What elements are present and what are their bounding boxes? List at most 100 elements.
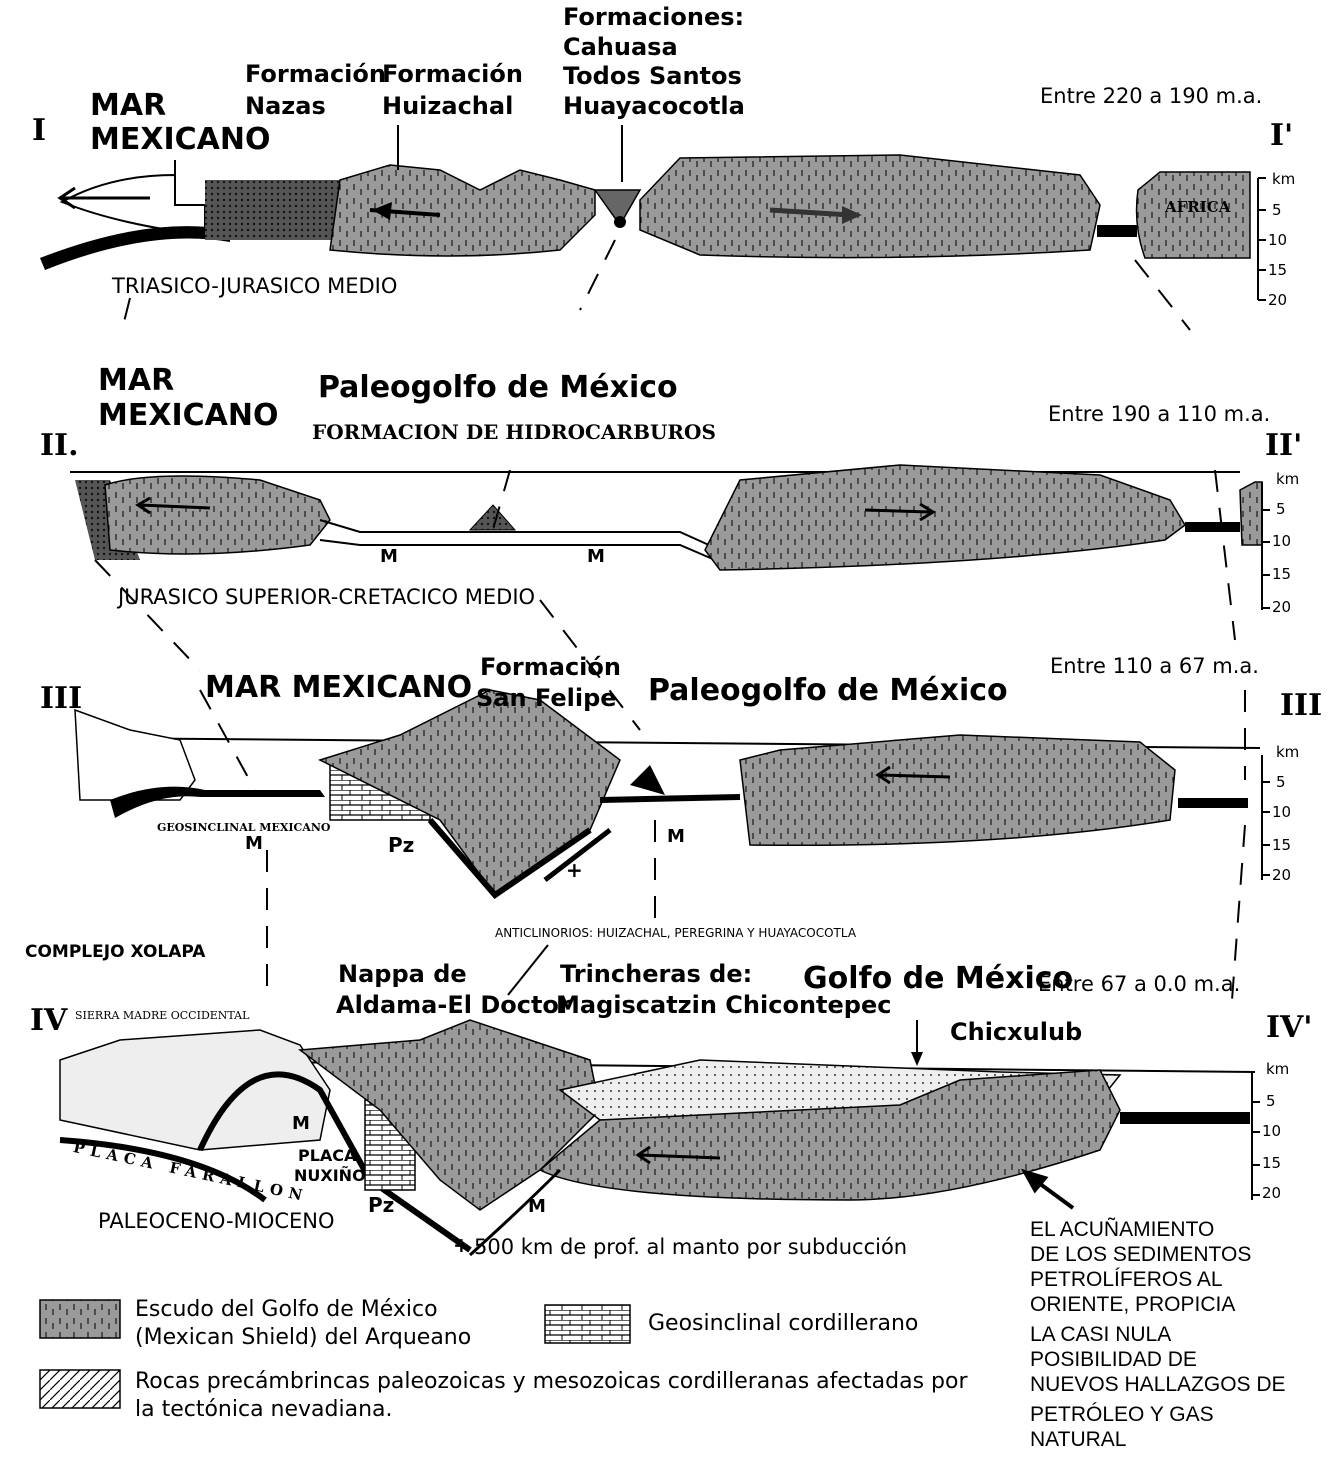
- legend-rocks-line1: Rocas precámbrincas paleozoicas y mesozo…: [135, 1368, 968, 1396]
- section-4-km-label: km: [1266, 1062, 1289, 1078]
- section-2-right-label: II': [1265, 430, 1302, 462]
- section-1-channel: [1097, 225, 1137, 237]
- section-1-shield-east: [640, 155, 1100, 258]
- section-3-km-label: km: [1276, 745, 1299, 761]
- section-4-anticlinorios-label: ANTICLINORIOS: HUIZACHAL, PEREGRINA Y HU…: [495, 927, 856, 940]
- section-3-tick: 10: [1272, 805, 1291, 821]
- section-1-rift-point: [614, 216, 626, 228]
- section-1-slab: [40, 226, 230, 270]
- section-4-nappa-line1: Nappa de: [338, 962, 467, 987]
- section-3-channel: [1178, 798, 1248, 808]
- section-1-formaciones-title: Formaciones:: [563, 5, 744, 30]
- section-4-chicxulub-pointer-head: [911, 1052, 923, 1066]
- section-1-tick: 5: [1272, 203, 1282, 219]
- section-3-formacion-line2: San Felipe: [476, 686, 617, 711]
- section-3-wedge-dark: [630, 765, 665, 795]
- section-4-left-label: IV: [30, 1005, 67, 1037]
- note-line: NATURAL: [1030, 1428, 1126, 1451]
- note-line: EL ACUÑAMIENTO: [1030, 1218, 1214, 1241]
- section-3-shield-east: [740, 735, 1175, 845]
- section-4-channel: [1120, 1112, 1250, 1124]
- section-3-sea-label: MAR MEXICANO: [205, 672, 472, 704]
- section-2-m-right: M: [587, 548, 605, 567]
- section-1-left-arrow-plate: [62, 175, 205, 235]
- section-4-subduction-label: 500 km de prof. al manto por subducción: [474, 1236, 907, 1258]
- section-4-tick: 15: [1262, 1156, 1281, 1172]
- section-3-m1: M: [245, 835, 263, 854]
- section-2-sea-label-line1: MAR: [98, 365, 174, 397]
- legend-shield-line1: Escudo del Golfo de México: [135, 1296, 438, 1324]
- section-2-tick: 10: [1272, 534, 1291, 550]
- section-3-tick: 15: [1272, 838, 1291, 854]
- section-4-period: PALEOCENO-MIOCENO: [98, 1210, 335, 1232]
- section-1-africa-label: AFRICA: [1165, 200, 1230, 216]
- section-1-nazas-block: [205, 180, 345, 240]
- section-1-nazas-line1: Formación: [245, 62, 386, 87]
- section-2-age: Entre 190 a 110 m.a.: [1048, 403, 1270, 425]
- section-2-shield-east: [705, 465, 1185, 570]
- section-2-tick: 15: [1272, 567, 1291, 583]
- section-3-basin-floor: [600, 797, 740, 800]
- section-4-chicxulub-label: Chicxulub: [950, 1020, 1082, 1045]
- section-1-period: TRIASICO-JURASICO MEDIO: [112, 275, 397, 297]
- section-4-title: Golfo de México: [803, 963, 1073, 995]
- section-2-km-label: km: [1276, 472, 1299, 488]
- section-2-m-left: M: [380, 548, 398, 567]
- legend-rocks-swatch: [40, 1370, 120, 1408]
- section-3-left-label: III: [40, 683, 82, 715]
- section-1-shield-west: [330, 165, 595, 256]
- section-4-tick: 5: [1266, 1094, 1276, 1110]
- legend-shield-line2: (Mexican Shield) del Arqueano: [135, 1324, 471, 1352]
- section-1-huizachal-line1: Formación: [382, 62, 523, 87]
- section-3-formacion-line1: Formación: [480, 655, 621, 680]
- section-2-sea-label-line2: MEXICANO: [98, 400, 278, 432]
- section-2-channel: [1185, 522, 1240, 532]
- section-3-age: Entre 110 a 67 m.a.: [1050, 655, 1259, 677]
- section-1-formaciones-item: Huayacocotla: [563, 94, 745, 119]
- section-1-nazas-line2: Nazas: [245, 94, 326, 119]
- section-2-east-block: [1240, 482, 1262, 545]
- section-1-tick: 15: [1268, 263, 1287, 279]
- legend-shield-swatch: [40, 1300, 120, 1338]
- section-1-right-label: I': [1270, 120, 1293, 152]
- section-2-title: Paleogolfo de México: [318, 372, 678, 404]
- section-2-tick: 20: [1272, 600, 1291, 616]
- section-4-trincheras-line2: Magiscatzin Chicontepec: [556, 993, 891, 1018]
- section-3-tick: 20: [1272, 868, 1291, 884]
- section-2-shield-west: [105, 476, 330, 554]
- section-1-sea-label-line1: MAR: [90, 90, 166, 122]
- section-3-m2: M: [667, 828, 685, 847]
- section-3-tick: 5: [1276, 775, 1286, 791]
- section-4-plus: +: [453, 1235, 470, 1256]
- section-4-trincheras-line1: Trincheras de:: [560, 962, 752, 987]
- section-1-huizachal-line2: Huizachal: [382, 94, 513, 119]
- section-2-subtitle: FORMACION DE HIDROCARBUROS: [312, 422, 716, 443]
- legend-geosinclinal: Geosinclinal cordillerano: [648, 1310, 918, 1338]
- section-3-left-wedge: [75, 710, 195, 800]
- legend-rocks-line2: la tectónica nevadiana.: [135, 1396, 393, 1424]
- section-1-tick: 20: [1268, 293, 1287, 309]
- section-3-title: Paleogolfo de México: [648, 675, 1008, 707]
- section-4-pz: Pz: [368, 1195, 394, 1216]
- section-4-note-arrow: [1025, 1172, 1073, 1208]
- section-4-tick: 10: [1262, 1124, 1281, 1140]
- section-1-formaciones-item: Cahuasa: [563, 35, 678, 60]
- section-2-period: JURASICO SUPERIOR-CRETACICO MEDIO: [118, 586, 535, 608]
- section-3-pz: Pz: [388, 835, 414, 856]
- section-1-left-label: I: [32, 115, 46, 147]
- note-line: POSIBILIDAD DE: [1030, 1348, 1197, 1371]
- section-4-placa-nuxino-line2: NUXIÑO: [294, 1168, 366, 1185]
- section-3-guide-lines: [200, 690, 1245, 1000]
- section-4-complejo-label: COMPLEJO XOLAPA: [25, 944, 205, 962]
- section-3-right-label: III: [1280, 690, 1322, 722]
- section-2-tick: 5: [1276, 502, 1286, 518]
- section-1-sea-label-line2: MEXICANO: [90, 124, 270, 156]
- section-4-placa-nuxino-line1: PLACA: [298, 1148, 356, 1165]
- note-line: PETROLÍFEROS AL: [1030, 1268, 1223, 1291]
- section-2-depth-scale: [1262, 482, 1270, 610]
- section-3-plus: +: [566, 860, 583, 881]
- note-line: ORIENTE, PROPICIA: [1030, 1293, 1235, 1316]
- section-4-m1: M: [292, 1115, 310, 1134]
- section-3-slab: [110, 787, 325, 818]
- note-line: LA CASI NULA: [1030, 1323, 1171, 1346]
